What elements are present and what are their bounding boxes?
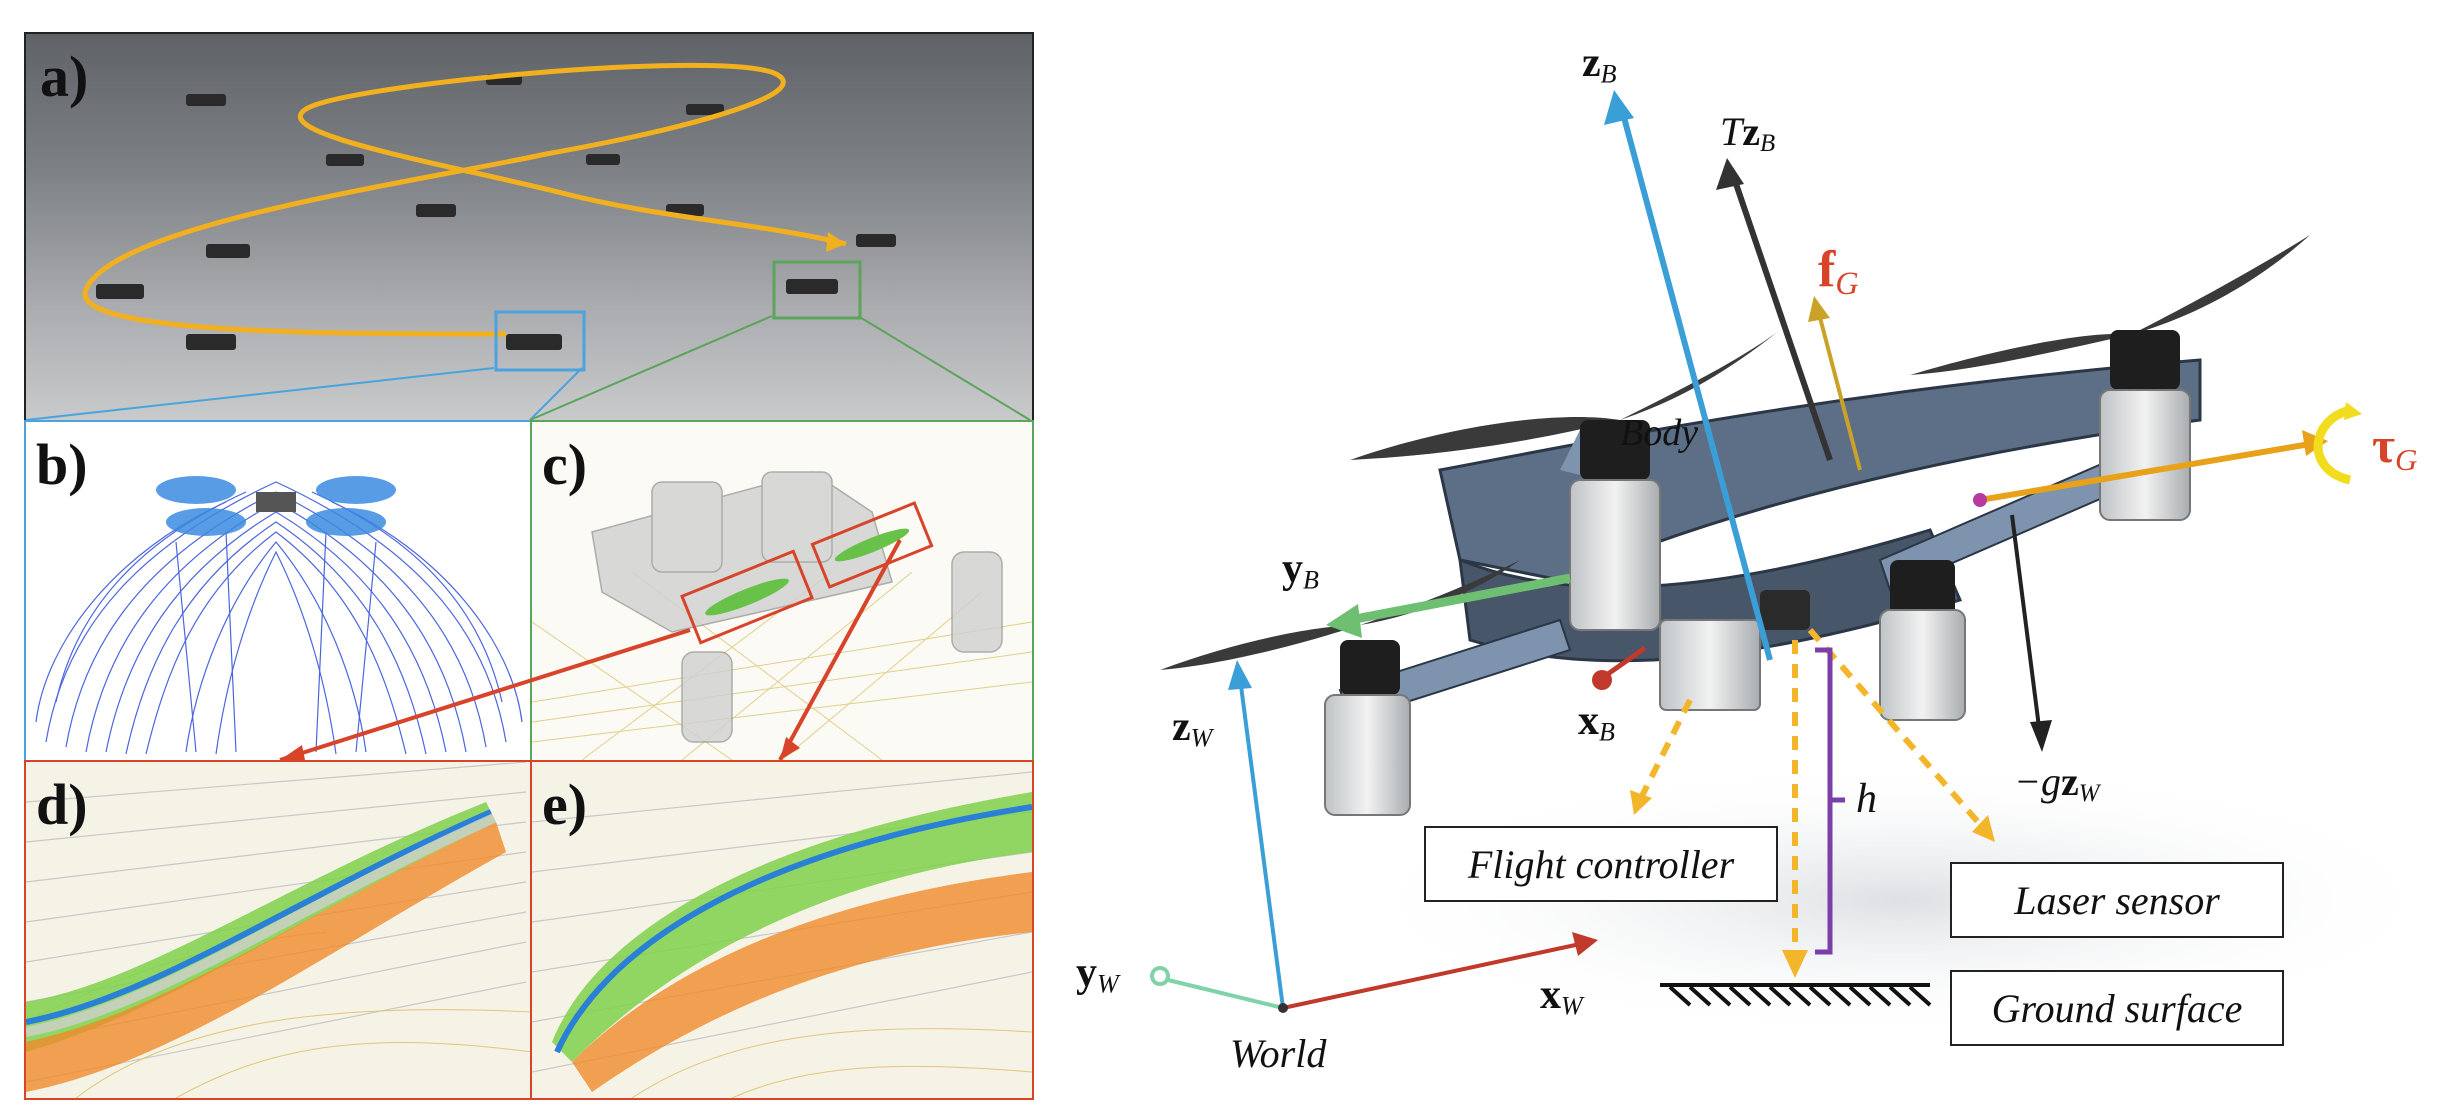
yB-arrow	[1349, 573, 1571, 625]
label-tauG: τG	[2372, 417, 2418, 477]
label-thrust: TzB	[1720, 109, 1776, 158]
panel-c: c)	[530, 420, 1034, 762]
highlight-box-1	[680, 549, 814, 645]
xB-arrow	[1603, 645, 1647, 679]
label-h: h	[1856, 776, 1877, 822]
zoom-box-green	[772, 260, 862, 320]
laser-sensor-box: Laser sensor	[1950, 862, 2284, 938]
label-gravity: −gzW	[2014, 759, 2100, 808]
tauG-curl	[2313, 405, 2352, 485]
panel-d-flow	[26, 762, 532, 1098]
label-world: World	[1230, 1031, 1327, 1076]
ground-surface-box: Ground surface	[1950, 970, 2284, 1046]
panel-c-mesh	[532, 471, 1032, 760]
panel-a-drawing	[82, 62, 896, 372]
ground-hatch	[1660, 983, 1932, 1007]
panel-e-flow	[532, 771, 1032, 1098]
highlight-box-2	[810, 501, 934, 589]
trajectory-arrowhead	[826, 232, 846, 252]
fG-arrow	[1816, 309, 1862, 471]
yW-arrow	[1167, 978, 1284, 1010]
panel-b-label: b)	[36, 432, 88, 497]
drone-swarm	[96, 74, 896, 350]
h-bracket	[1815, 647, 1845, 955]
panel-c-label: c)	[542, 432, 588, 497]
zoom-connectors	[25, 315, 1031, 421]
label-fG: fG	[1818, 241, 1859, 302]
label-body: Body	[1620, 412, 1699, 454]
thrust-arrow	[1730, 174, 1833, 461]
xW-arrow	[1282, 942, 1581, 1010]
panel-b: b)	[24, 420, 534, 762]
panel-a-label: a)	[40, 44, 89, 109]
dashed-arrows	[1637, 628, 1988, 960]
label-xB: xB	[1578, 698, 1615, 747]
panel-d-label: d)	[36, 772, 88, 837]
quadrotor-model	[1160, 235, 2310, 816]
zW-arrow	[1238, 677, 1285, 1009]
panel-b-streamlines	[35, 476, 523, 755]
label-xW: xW	[1540, 972, 1583, 1021]
gravity-arrow	[2010, 514, 2042, 736]
panel-e: e)	[530, 760, 1034, 1100]
zoom-box-blue	[494, 310, 586, 372]
trajectory-curve	[82, 62, 847, 337]
label-zB: zB	[1582, 40, 1617, 89]
panel-a: a)	[24, 32, 1034, 422]
zB-arrow	[1619, 109, 1773, 661]
flight-controller-box: Flight controller	[1424, 826, 1778, 902]
tauG-arrow	[1979, 441, 2311, 503]
panel-d: d)	[24, 760, 534, 1100]
label-zW: zW	[1172, 704, 1213, 753]
label-yW: yW	[1076, 950, 1119, 999]
label-yB: yB	[1282, 546, 1319, 595]
panel-e-label: e)	[542, 772, 588, 837]
